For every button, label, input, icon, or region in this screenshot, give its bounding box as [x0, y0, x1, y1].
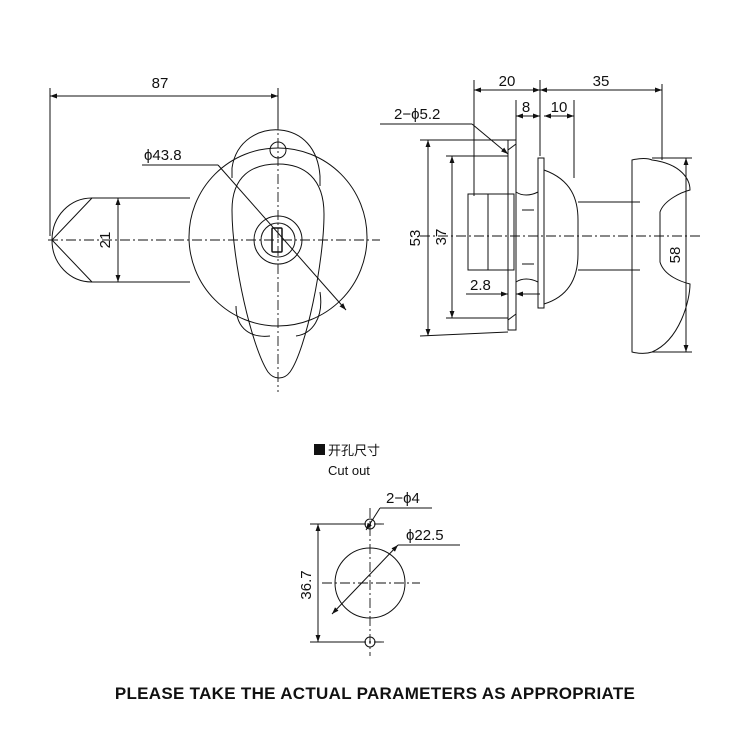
- dim-53-label: 53: [407, 230, 424, 247]
- footer-note: PLEASE TAKE THE ACTUAL PARAMETERS AS APP…: [114, 684, 636, 703]
- dim-diameter-label: ϕ43.8: [144, 147, 182, 164]
- dim-holes-label: 2−ϕ5.2: [394, 106, 440, 123]
- plate-hatch-1: [507, 143, 517, 151]
- side-t-handle: [631, 158, 691, 354]
- dim-10-label: 10: [551, 99, 568, 116]
- dim-35-label: 35: [593, 73, 610, 90]
- handle-outline: [231, 163, 325, 379]
- dim-small-holes-line: [365, 507, 381, 531]
- dim-small-holes-label: 2−ϕ4: [386, 490, 420, 507]
- dim-main-hole-line: [331, 544, 399, 615]
- dim-36-7-label: 36.7: [298, 570, 315, 599]
- dim-58-label: 58: [667, 247, 684, 264]
- front-view: 87 ϕ43.8 21: [48, 75, 380, 392]
- dim-20-label: 20: [499, 73, 516, 90]
- dim-8-label: 8: [522, 99, 530, 116]
- cutout-view: 开孔尺寸 Cut out 36.7 2−ϕ4 ϕ22.5: [298, 443, 460, 656]
- side-view: 20 35 8 10 2−ϕ5.2 53 37 2.8: [380, 73, 700, 354]
- plate-hatch-2: [507, 313, 517, 321]
- side-stem: [578, 201, 640, 271]
- dim-diameter-line: [217, 164, 347, 311]
- dim-main-hole-label: ϕ22.5: [406, 527, 444, 544]
- dim-53-ext-bottom: [419, 331, 509, 337]
- side-rear-body: [467, 193, 515, 271]
- side-neck: [515, 191, 539, 283]
- side-cap: [543, 169, 579, 305]
- cutout-title-bullet: [314, 444, 325, 455]
- side-mounting-plate: [507, 139, 517, 331]
- cutout-title-cn: 开孔尺寸: [328, 443, 380, 458]
- dim-37-label: 37: [433, 229, 450, 246]
- side-flange: [537, 157, 545, 309]
- mounting-plate: [231, 129, 322, 337]
- dim-87-label: 87: [152, 75, 169, 92]
- dim-panel-label: 2.8: [470, 277, 491, 294]
- dim-21-label: 21: [97, 232, 114, 249]
- dim-holes-line: [471, 123, 509, 155]
- cutout-title-en: Cut out: [328, 463, 370, 478]
